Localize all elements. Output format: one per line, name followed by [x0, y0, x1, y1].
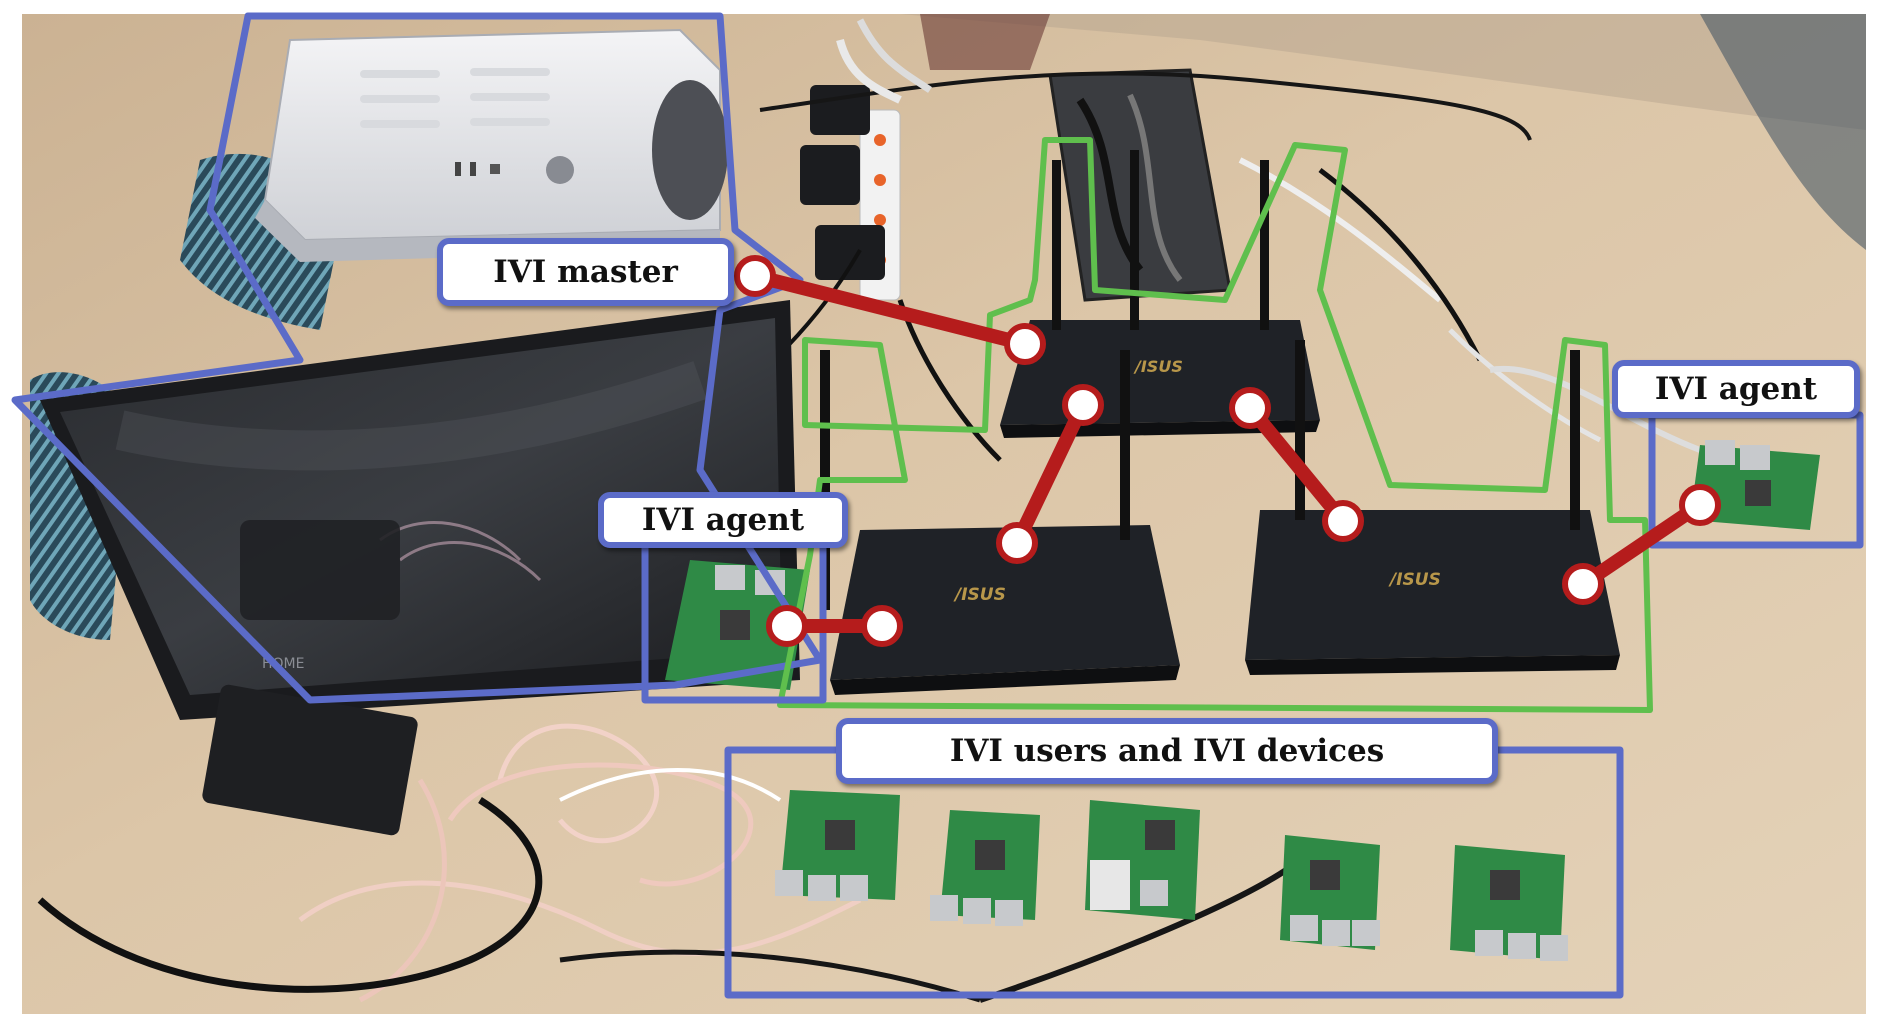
- ivi-users-devices-label: IVI users and IVI devices: [836, 718, 1498, 784]
- link-node: [734, 255, 776, 297]
- link-node: [766, 605, 808, 647]
- ivi-agent-right-label: IVI agent: [1612, 360, 1860, 418]
- router-top-logo: /ISUS: [1133, 357, 1183, 376]
- raspberry-pi-device-1: [775, 790, 900, 901]
- link-node: [861, 605, 903, 647]
- router-right-logo: /ISUS: [1388, 570, 1441, 590]
- ivi-master-label: IVI master: [437, 238, 734, 306]
- raspberry-pi-device-2: [930, 810, 1040, 926]
- link-node: [1322, 500, 1364, 542]
- link-lines: [748, 269, 1707, 633]
- ivi-master-server: [255, 28, 728, 262]
- link-node: [996, 522, 1038, 564]
- raspberry-pi-device-3: [1085, 800, 1200, 920]
- link-nodes: [734, 255, 1721, 647]
- router-left-logo: /ISUS: [953, 585, 1006, 605]
- link-node: [1229, 387, 1271, 429]
- link-node: [1004, 323, 1046, 365]
- background-wall: [22, 14, 1866, 130]
- network-group-outline: [777, 137, 1653, 713]
- raspberry-pi-device-5: [1450, 845, 1568, 961]
- ivi-agent-left-label: IVI agent: [598, 492, 848, 548]
- raspberry-pi-agent-right: [1690, 440, 1820, 530]
- raspberry-pi-device-4: [1280, 835, 1380, 950]
- link-node: [1679, 484, 1721, 526]
- link-node: [1562, 563, 1604, 605]
- link-node: [1062, 384, 1104, 426]
- power-strip: [800, 85, 901, 301]
- router-right: /ISUS: [1245, 340, 1620, 675]
